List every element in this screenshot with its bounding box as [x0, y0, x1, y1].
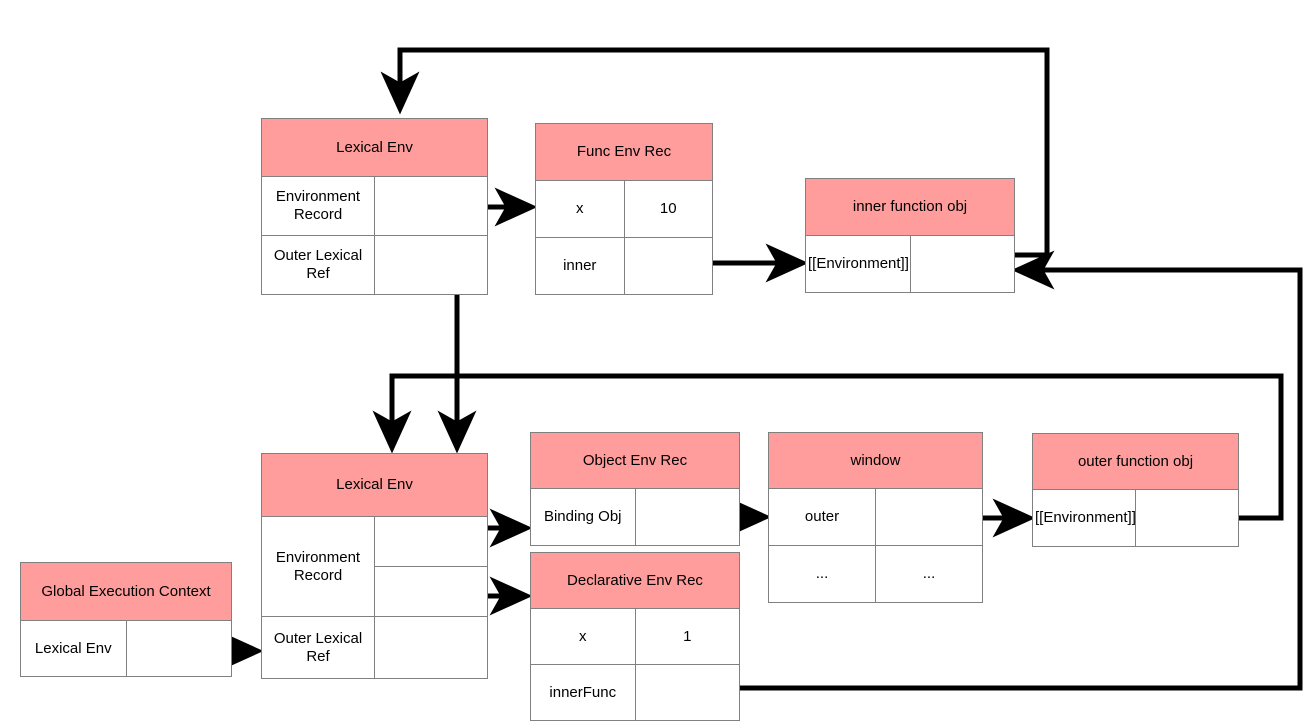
declarative-env-rec-row-innerfunc-key: innerFunc — [530, 664, 636, 721]
window-obj-row-ellipsis-value: ... — [875, 545, 983, 603]
declarative-env-rec-header: Declarative Env Rec — [530, 552, 740, 609]
inner-lexical-env-header: Lexical Env — [261, 118, 488, 177]
global-execution-context-row-lexical-env-label: Lexical Env — [20, 620, 127, 677]
inner-function-obj-row-environment-value[interactable] — [909, 235, 1015, 293]
outer-function-obj-row-environment-value[interactable] — [1135, 489, 1239, 547]
outer-function-obj-header: outer function obj — [1032, 433, 1239, 490]
window-obj-row-outer-value[interactable] — [875, 488, 983, 546]
outer-function-obj-row-environment-label: [[Environment]] — [1032, 489, 1136, 547]
node-declarative-env-rec[interactable]: Declarative Env Rec x 1 innerFunc — [530, 552, 740, 721]
window-obj-row-outer-key: outer — [768, 488, 876, 546]
inner-lexical-env-row-environment-record-label: Environment Record — [261, 176, 375, 236]
global-lexical-env-row-outer-lexical-ref-value[interactable] — [374, 616, 488, 679]
func-env-rec-row-x-value: 10 — [623, 180, 713, 238]
node-outer-function-obj[interactable]: outer function obj [[Environment]] — [1032, 433, 1239, 547]
node-global-lexical-env[interactable]: Lexical Env Environment Record Outer Lex… — [261, 453, 488, 679]
func-env-rec-row-inner-value[interactable] — [623, 237, 713, 295]
node-inner-function-obj[interactable]: inner function obj [[Environment]] — [805, 178, 1015, 293]
window-obj-row-ellipsis-key: ... — [768, 545, 876, 603]
window-obj-header: window — [768, 432, 983, 489]
inner-lexical-env-row-environment-record-value[interactable] — [374, 176, 488, 236]
inner-lexical-env-row-outer-lexical-ref-value[interactable] — [374, 235, 488, 295]
func-env-rec-header: Func Env Rec — [535, 123, 713, 181]
global-lexical-env-header: Lexical Env — [261, 453, 488, 517]
declarative-env-rec-row-x-key: x — [530, 608, 636, 665]
global-lexical-env-envrec-slot-object[interactable] — [374, 516, 488, 567]
node-global-execution-context[interactable]: Global Execution Context Lexical Env — [20, 562, 232, 677]
inner-lexical-env-row-outer-lexical-ref-label: Outer Lexical Ref — [261, 235, 375, 295]
func-env-rec-row-inner-key: inner — [535, 237, 625, 295]
node-window-obj[interactable]: window outer ... ... — [768, 432, 983, 603]
global-execution-context-row-lexical-env-value[interactable] — [125, 620, 232, 677]
object-env-rec-row-binding-obj-value[interactable] — [634, 488, 740, 546]
node-inner-lexical-env[interactable]: Lexical Env Environment Record Outer Lex… — [261, 118, 488, 295]
inner-function-obj-header: inner function obj — [805, 178, 1015, 236]
node-object-env-rec[interactable]: Object Env Rec Binding Obj — [530, 432, 740, 546]
global-lexical-env-row-outer-lexical-ref-label: Outer Lexical Ref — [261, 616, 375, 679]
declarative-env-rec-row-x-value: 1 — [634, 608, 740, 665]
global-execution-context-header: Global Execution Context — [20, 562, 232, 621]
declarative-env-rec-row-innerfunc-value[interactable] — [634, 664, 740, 721]
func-env-rec-row-x-key: x — [535, 180, 625, 238]
node-func-env-rec[interactable]: Func Env Rec x 10 inner — [535, 123, 713, 295]
global-lexical-env-envrec-slot-declarative[interactable] — [374, 566, 488, 617]
object-env-rec-row-binding-obj-label: Binding Obj — [530, 488, 636, 546]
object-env-rec-header: Object Env Rec — [530, 432, 740, 489]
global-lexical-env-row-environment-record-label: Environment Record — [261, 516, 375, 617]
inner-function-obj-row-environment-label: [[Environment]] — [805, 235, 911, 293]
